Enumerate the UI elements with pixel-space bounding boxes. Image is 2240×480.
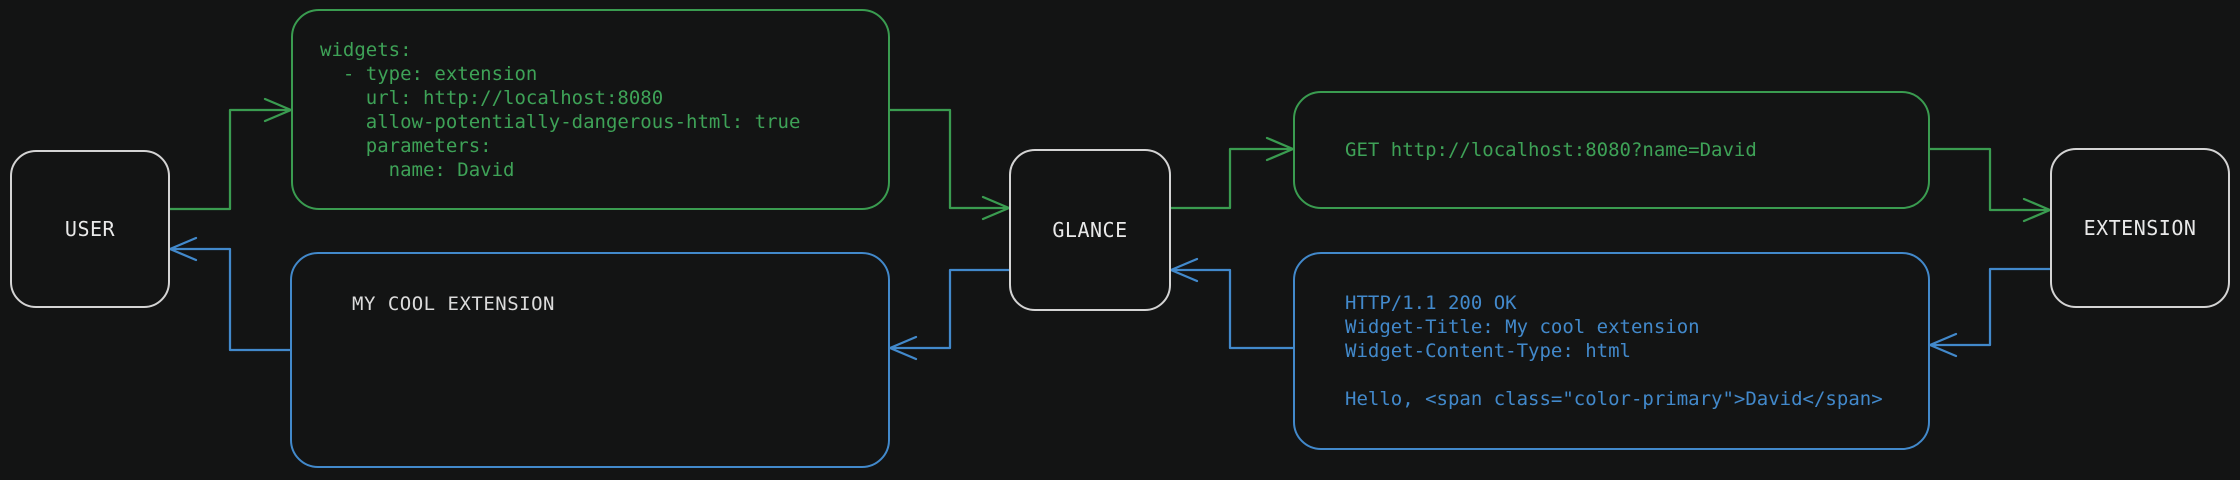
http-request-box: GET http://localhost:8080?name=David	[1293, 91, 1930, 209]
widget-title: MY COOL EXTENSION	[352, 293, 555, 315]
node-user-label: USER	[64, 217, 116, 241]
arrow-glance-to-request	[1169, 136, 1295, 210]
node-user: USER	[10, 150, 170, 308]
arrow-response-to-glance	[1169, 257, 1295, 350]
node-glance: GLANCE	[1009, 149, 1171, 311]
config-yaml-code: widgets: - type: extension url: http://l…	[320, 38, 801, 181]
http-request-code: GET http://localhost:8080?name=David	[1345, 139, 1757, 161]
widget-preview-box: MY COOL EXTENSION Hello, David	[290, 252, 890, 468]
arrow-config-to-glance	[888, 108, 1011, 221]
arrow-glance-to-widget	[888, 268, 1011, 361]
http-response-box: HTTP/1.1 200 OK Widget-Title: My cool ex…	[1293, 252, 1930, 450]
config-yaml-box: widgets: - type: extension url: http://l…	[291, 9, 890, 210]
arrow-extension-to-response	[1928, 267, 2052, 358]
node-extension: EXTENSION	[2050, 148, 2230, 308]
arrow-widget-to-user	[168, 236, 292, 352]
node-extension-label: EXTENSION	[2083, 216, 2197, 240]
arrow-user-to-config	[168, 97, 293, 211]
arrow-request-to-extension	[1928, 147, 2052, 223]
node-glance-label: GLANCE	[1052, 218, 1128, 242]
http-response-code: HTTP/1.1 200 OK Widget-Title: My cool ex…	[1345, 292, 1883, 410]
